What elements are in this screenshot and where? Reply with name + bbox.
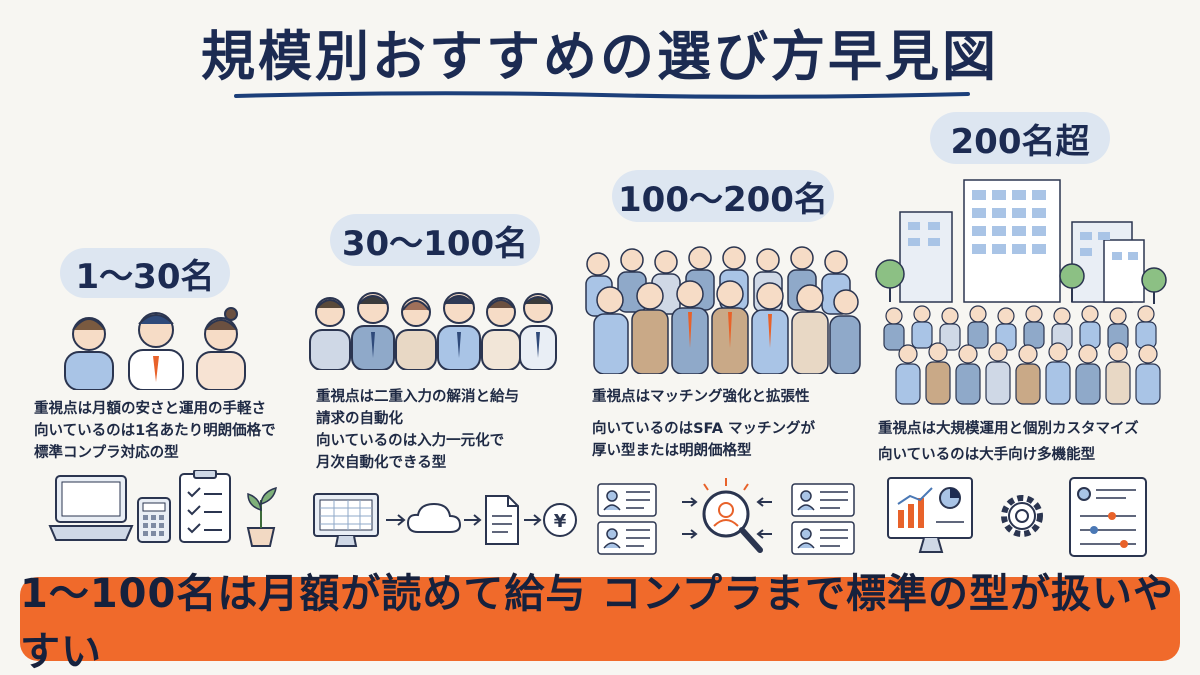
profile-card-icon [791, 483, 855, 517]
small-team-illustration [64, 307, 246, 390]
description-line: 重視点は大規模運用と個別カスタマイズ [878, 421, 1139, 437]
description-line: 向いているのは1名あたり明朗価格で [34, 423, 276, 439]
description-line: 標準コンプラ対応の型 [34, 445, 179, 461]
gear-icon [1001, 495, 1043, 537]
description-line: 請求の自動化 [316, 411, 403, 427]
large-team-illustration [585, 246, 861, 374]
column-1-description: 重視点は月額の安さと運用の手軽さ 向いているのは1名あたり明朗価格で 標準コンプ… [34, 398, 276, 464]
matching-illustration [597, 478, 855, 555]
description-line: 向いているのはSFA マッチングが [592, 421, 816, 437]
size-pill-200-plus: 200名超 [930, 112, 1110, 164]
column-4-description: 重視点は大規模運用と個別カスタマイズ 向いているのは大手向け多機能型 [878, 418, 1139, 466]
description-line: 厚い型または明朗価格型 [592, 443, 752, 459]
column-2-description: 重視点は二重入力の解消と給与 請求の自動化 向いているのは入力一元化で 月次自動… [316, 386, 519, 474]
medium-team-illustration [309, 292, 557, 370]
person-icon [196, 307, 246, 390]
profile-card-icon [597, 483, 657, 517]
description-line: 月次自動化できる型 [316, 455, 447, 471]
column-3-description: 重視点はマッチング強化と拡張性 向いているのはSFA マッチングが 厚い型または… [592, 386, 815, 462]
summary-banner: 1〜100名は月額が読めて給与 コンプラまで標準の型が扱いやすい [20, 571, 1180, 675]
person-icon [64, 317, 114, 390]
profile-card-icon [791, 521, 855, 555]
page-title: 規模別おすすめの選び方早見図 [201, 25, 999, 88]
enterprise-illustration [875, 179, 1167, 405]
enterprise-tools-illustration [887, 477, 1147, 557]
svg-text:¥: ¥ [554, 511, 567, 532]
size-pill-100-200: 100〜200名 [612, 170, 834, 222]
description-line: 重視点は二重入力の解消と給与 [316, 389, 519, 405]
dashboard-monitor-icon [887, 477, 973, 553]
automation-flow-illustration: ¥ [313, 493, 577, 547]
summary-banner-text: 1〜100名は月額が読めて給与 コンプラまで標準の型が扱いやすい [20, 571, 1175, 675]
tree-icon [875, 259, 1167, 304]
office-tools-illustration [48, 470, 277, 547]
settings-sliders-card-icon [1069, 477, 1147, 557]
document-icon [485, 495, 519, 545]
calculator-icon [137, 497, 171, 543]
spreadsheet-monitor-icon [313, 493, 379, 547]
search-icon [702, 478, 763, 553]
description-line: 向いているのは入力一元化で [316, 433, 505, 449]
checklist-clipboard-icon [179, 470, 231, 543]
cloud-icon [406, 502, 462, 533]
laptop-icon [48, 475, 134, 541]
person-icon [128, 312, 184, 390]
title-underline [234, 91, 970, 99]
description-line: 重視点はマッチング強化と拡張性 [592, 389, 810, 405]
size-pill-30-100: 30〜100名 [330, 214, 540, 266]
description-line: 重視点は月額の安さと運用の手軽さ [34, 401, 266, 417]
yen-icon: ¥ [543, 503, 577, 537]
description-line: 向いているのは大手向け多機能型 [878, 447, 1096, 463]
plant-icon [246, 486, 277, 547]
profile-card-icon [597, 521, 657, 555]
size-pill-1-30: 1〜30名 [60, 248, 230, 298]
